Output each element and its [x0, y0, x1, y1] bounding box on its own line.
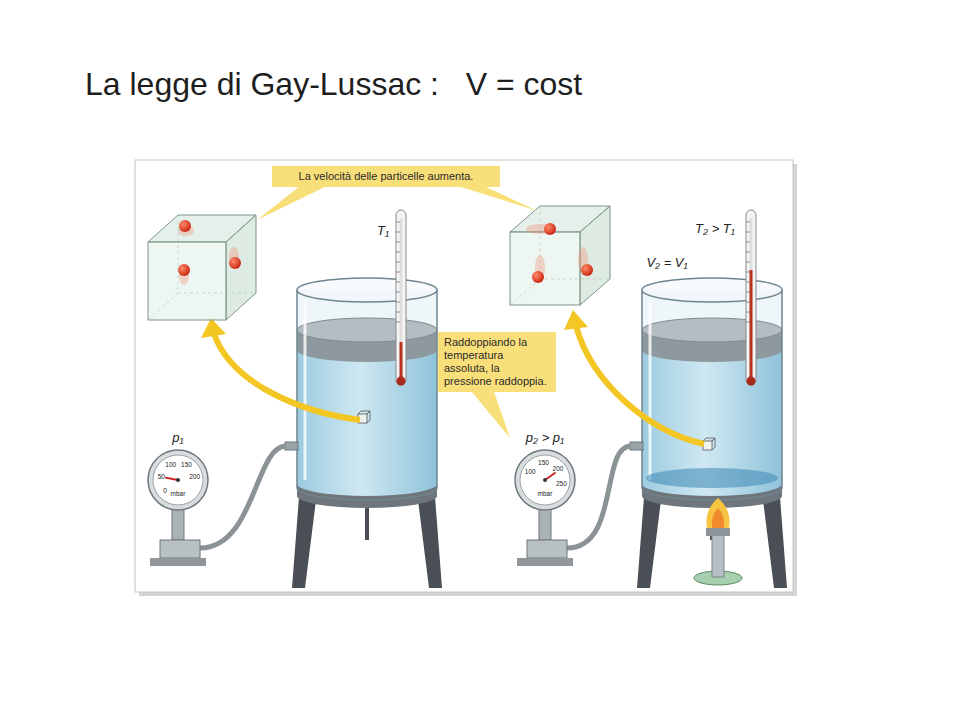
flame-core — [712, 508, 724, 528]
gauge-rim — [515, 450, 575, 510]
pressure-label: p₁ — [172, 431, 183, 444]
callout-box: Raddoppiando la temperatura assoluta, la… — [438, 332, 556, 392]
callout-text: Raddoppiando la temperatura assoluta, la… — [444, 336, 550, 388]
burner-head — [706, 528, 730, 536]
gauge-stem — [172, 508, 184, 540]
thermometer-tube — [746, 210, 756, 385]
gauge-rim — [148, 450, 208, 510]
gauge-foot — [150, 558, 206, 566]
gauge-foot — [517, 558, 573, 566]
temperature-label: T₂ > T₁ — [695, 222, 735, 235]
hose — [200, 446, 286, 548]
gauge-stem — [539, 508, 551, 540]
cylinder-right — [630, 278, 787, 588]
zoom-arrow — [214, 334, 360, 420]
volume-label: V₂ = V₁ — [646, 256, 687, 269]
gauge-face — [153, 455, 203, 505]
needle-pivot — [176, 478, 180, 482]
mercury — [750, 270, 753, 382]
gauge-unit: mbar — [538, 491, 553, 498]
mercury — [400, 342, 403, 382]
gauge-scale-number: 150 — [538, 460, 549, 467]
callout-text: La velocità delle particelle aumenta. — [278, 170, 494, 183]
thermometer-tube — [396, 210, 406, 385]
gauge-scale-number: 200 — [553, 466, 564, 473]
gauge-scale-number: 100 — [165, 461, 176, 468]
gauge-scale-number: 200 — [189, 474, 200, 481]
flame — [706, 498, 729, 528]
gauge-scale-number: 0 — [163, 488, 167, 495]
slide-title: La legge di Gay-Lussac : V = cost — [85, 66, 582, 103]
gauge-scale-number: 250 — [556, 481, 567, 488]
needle-pivot — [543, 478, 547, 482]
callout-pointer — [257, 182, 335, 220]
burner — [694, 498, 742, 585]
gauge-base — [160, 540, 200, 558]
gauge-scale-number: 150 — [181, 462, 192, 469]
frame — [135, 160, 793, 592]
sample-cube-right — [703, 438, 715, 450]
magnified-cube-right — [510, 206, 610, 305]
callout-box: La velocità delle particelle aumenta. — [272, 166, 500, 187]
gauge-unit: mbar — [171, 491, 186, 498]
zoom-arrow — [576, 326, 704, 444]
thermometer-left — [396, 210, 406, 386]
heated-water — [646, 468, 778, 488]
ticks — [746, 222, 750, 322]
magnified-cube-left — [148, 215, 256, 320]
burner-stem — [712, 535, 724, 577]
ticks — [396, 222, 400, 322]
bulb — [397, 377, 406, 386]
pressure-label: p₂ > p₁ — [526, 431, 564, 444]
thermometer-right — [746, 210, 756, 386]
hose — [567, 446, 631, 548]
gauge-right — [515, 450, 575, 566]
arrowhead — [564, 310, 588, 330]
bulb — [747, 377, 756, 386]
gauge-base — [527, 540, 567, 558]
gauge-face — [520, 455, 570, 505]
gauge-scale-number: 50 — [158, 474, 165, 481]
temperature-label: T₁ — [377, 224, 389, 237]
gauge-scale-number: 100 — [525, 468, 536, 475]
arrowhead — [201, 318, 226, 338]
cylinder-left — [285, 278, 442, 588]
gauge-left — [148, 450, 208, 566]
